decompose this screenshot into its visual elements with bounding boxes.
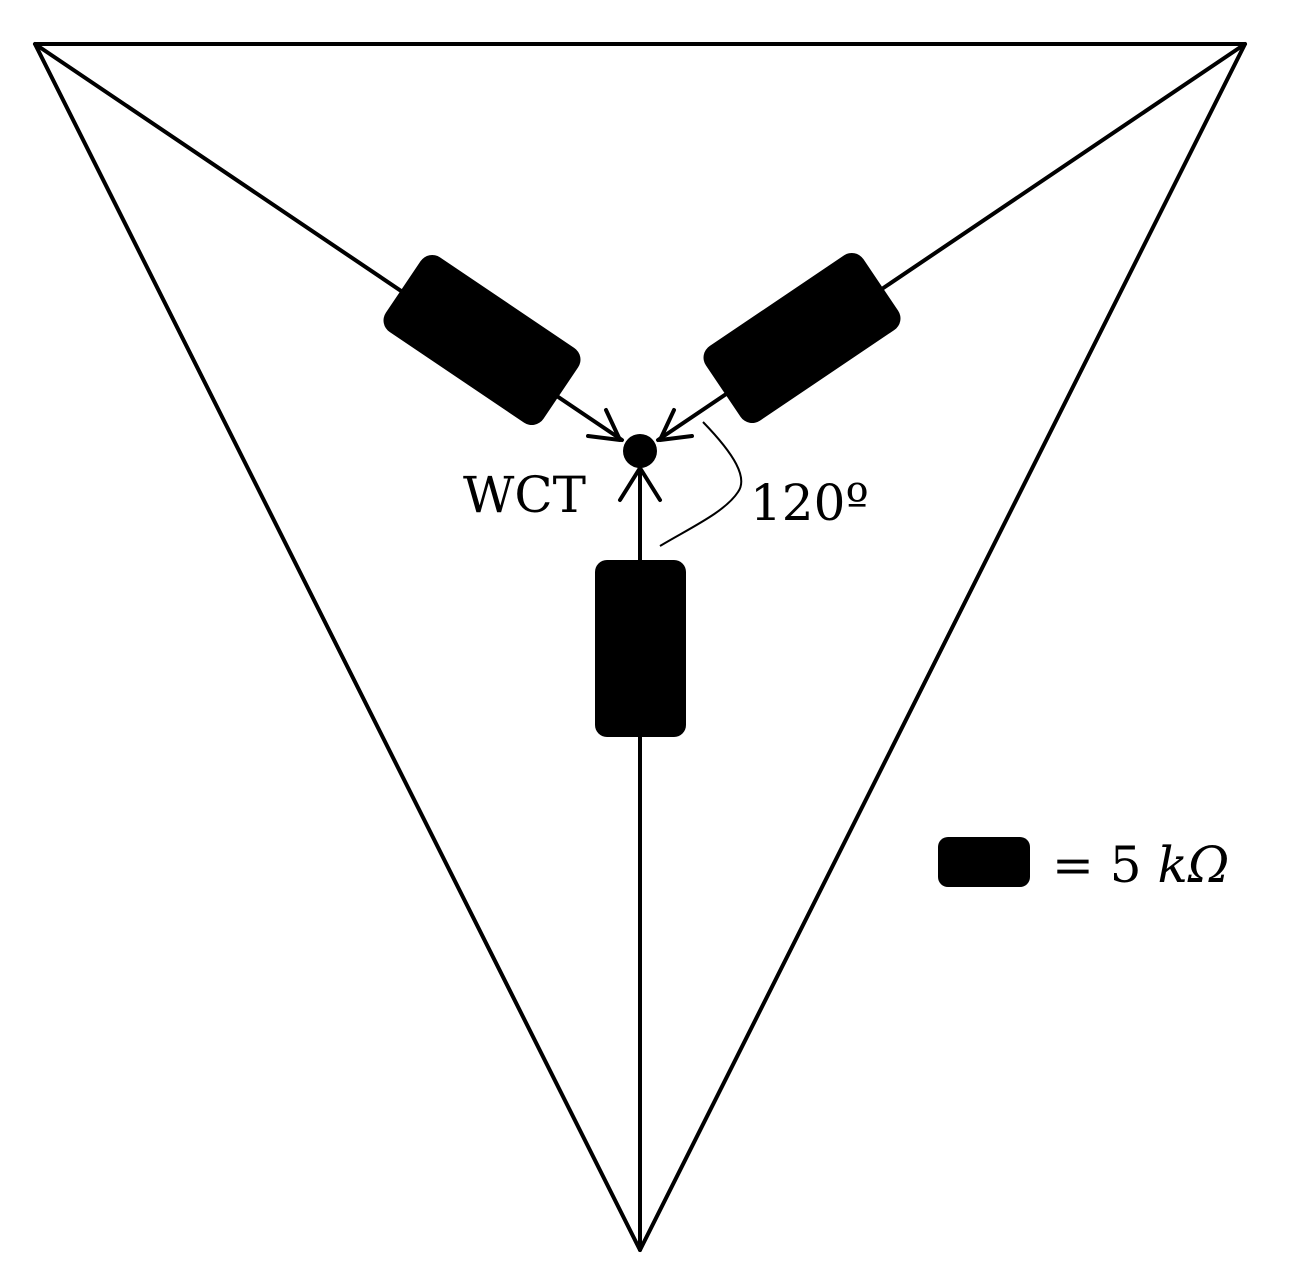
- bottom-resistor: [595, 560, 686, 737]
- legend-resistor: [938, 837, 1030, 887]
- right-resistor: [703, 253, 901, 423]
- right-arrowhead: [658, 408, 694, 442]
- wct-label: WCT: [463, 466, 586, 524]
- einthoven-triangle: [33, 42, 1247, 1252]
- left-arrowhead: [586, 408, 622, 442]
- angle-label: 120º: [750, 474, 869, 532]
- legend-unit-ohm: Ω: [1187, 836, 1229, 894]
- legend-text: = 5 kΩ: [1052, 836, 1229, 894]
- legend-unit-k: k: [1158, 836, 1188, 894]
- angle-arc: [659, 421, 743, 547]
- legend-equals: = 5: [1052, 836, 1158, 894]
- wct-node: [623, 434, 657, 468]
- left-resistor: [383, 255, 581, 425]
